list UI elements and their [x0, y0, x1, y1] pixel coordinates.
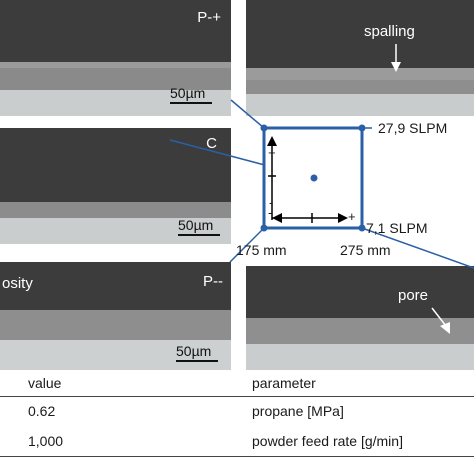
- micrograph-p-minus-minus: osity P-- 50µm: [0, 262, 231, 370]
- micrograph-p-plus-minus: P-+ 50µm: [0, 0, 231, 116]
- axis-minus-vertical: -: [269, 195, 274, 210]
- scale-bar: [178, 234, 220, 236]
- table-row-2-parameter: powder feed rate [g/min]: [252, 433, 403, 449]
- upper-flow-label: 27,9 SLPM: [378, 120, 448, 136]
- lower-flow-label: 7,1 SLPM: [366, 220, 428, 236]
- scale-label: 50µm: [178, 217, 214, 233]
- micrograph-center: C 50µm: [0, 128, 231, 244]
- table-header-parameter: parameter: [252, 375, 316, 391]
- spalling-annotation: spalling: [364, 23, 415, 40]
- axis-plus-horizontal: +: [348, 209, 356, 224]
- pore-annotation: pore: [398, 287, 429, 304]
- panel-label: P--: [203, 273, 223, 290]
- left-distance-label: 175 mm: [236, 242, 287, 258]
- panel-label: C: [206, 135, 217, 152]
- arrow-icon: [391, 44, 401, 72]
- right-distance-label: 275 mm: [340, 242, 391, 258]
- micrograph-pore: pore: [246, 266, 474, 370]
- panel-label: P-+: [197, 9, 221, 26]
- micrograph-spalling: spalling: [246, 0, 474, 116]
- scale-bar: [170, 102, 212, 104]
- scale-label: 50µm: [176, 343, 212, 359]
- table-divider: [0, 396, 474, 397]
- scale-bar: [176, 360, 218, 362]
- table-bottom-rule: [0, 456, 474, 457]
- axis-plus-vertical: +: [268, 145, 276, 160]
- porosity-annotation: osity: [2, 275, 33, 292]
- axis-minus-horizontal: -: [268, 205, 273, 220]
- table-row-1-parameter: propane [MPa]: [252, 403, 344, 419]
- arrow-icon: [431, 307, 450, 334]
- table-row-2-value: 1,000: [28, 433, 64, 449]
- scale-label: 50µm: [170, 85, 206, 101]
- table-header-value: value: [28, 375, 62, 391]
- table-row-1-value: 0.62: [28, 403, 56, 419]
